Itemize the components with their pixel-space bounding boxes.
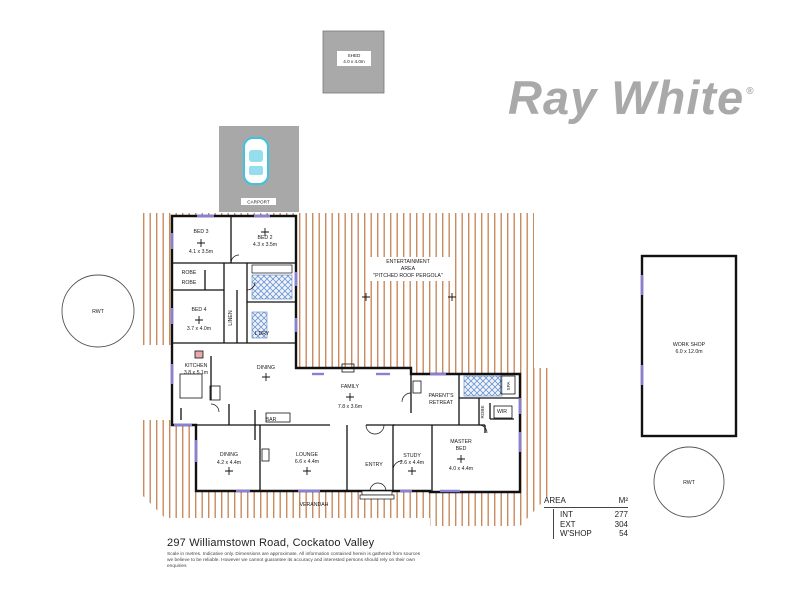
carport-label: CARPORT bbox=[247, 200, 270, 205]
area-header-unit: M² bbox=[618, 496, 628, 505]
workshop: WORK SHOP 6.0 x 12.0m bbox=[640, 254, 738, 438]
shed-label: SHED bbox=[348, 53, 361, 58]
entertainment-label-1: ENTERTAINMENT bbox=[386, 259, 430, 265]
bed4-dims: 3.7 x 4.0m bbox=[187, 326, 211, 332]
bed2-dims: 4.3 x 3.5m bbox=[253, 242, 277, 248]
robe1-label: ROBE bbox=[182, 270, 197, 276]
parents-retreat-label-1: PARENT'S bbox=[428, 393, 454, 399]
linen-label: LINEN bbox=[228, 310, 234, 326]
area-row-label: W'SHOP bbox=[560, 529, 592, 538]
entertainment-label-3: "PITCHED ROOF PERGOLA" bbox=[373, 273, 443, 279]
bed3-label: BED 3 bbox=[194, 229, 209, 235]
lounge-dims: 6.6 x 4.4m bbox=[295, 459, 319, 465]
area-row: INT 277 bbox=[544, 510, 628, 520]
robe3-label: ROBE bbox=[480, 405, 485, 418]
area-header-label: AREA bbox=[544, 496, 566, 505]
ldry-label: L'DRY bbox=[255, 331, 270, 337]
entertainment-label-2: AREA bbox=[401, 266, 416, 272]
kitchen-label: KITCHEN bbox=[185, 363, 208, 369]
master-bed-label-1: MASTER bbox=[450, 439, 472, 445]
workshop-label: WORK SHOP bbox=[673, 342, 706, 348]
area-table: AREA M² INT 277 EXT 304 W'SHOP 54 bbox=[544, 496, 628, 539]
bed2-label: BED 2 bbox=[258, 235, 273, 241]
family-dims: 7.8 x 3.6m bbox=[338, 404, 362, 410]
shed-dims: 4.0 x 4.0m bbox=[343, 59, 365, 64]
disclaimer-text: Scale in metres. Indicative only. Dimens… bbox=[167, 552, 421, 569]
brand-logo: Ray White® bbox=[508, 70, 755, 125]
area-row-label: INT bbox=[560, 510, 573, 519]
parents-retreat-label-2: RETREAT bbox=[429, 400, 454, 406]
study-label: STUDY bbox=[403, 453, 421, 459]
wir-label: WIR bbox=[497, 409, 507, 415]
car-icon bbox=[243, 137, 269, 185]
fixtures bbox=[179, 350, 516, 462]
area-row-label: EXT bbox=[560, 519, 576, 529]
lounge-label: LOUNGE bbox=[296, 452, 318, 458]
registered-mark: ® bbox=[746, 86, 755, 97]
carport: CARPORT bbox=[219, 126, 299, 212]
interior-walls bbox=[172, 216, 520, 491]
study-dims: 2.6 x 4.4m bbox=[400, 460, 424, 466]
master-bed-label-2: BED bbox=[456, 446, 467, 452]
wet-areas bbox=[251, 264, 503, 397]
area-row: W'SHOP 54 bbox=[544, 529, 628, 539]
area-row-value: 277 bbox=[614, 510, 628, 519]
rwt-right-label: RWT bbox=[683, 480, 696, 486]
windows bbox=[170, 214, 522, 493]
property-address: 297 Williamstown Road, Cockatoo Valley bbox=[167, 537, 375, 549]
area-table-header: AREA M² bbox=[544, 496, 628, 508]
workshop-dims: 6.0 x 12.0m bbox=[675, 349, 702, 355]
rwt-left-label: RWT bbox=[92, 309, 105, 315]
bar-label: BAR bbox=[266, 417, 277, 423]
area-table-divider bbox=[553, 509, 554, 539]
bed3-dims: 4.1 x 3.5m bbox=[189, 249, 213, 255]
area-row-value: 54 bbox=[619, 529, 628, 538]
brand-name: Ray White bbox=[508, 71, 745, 124]
robe2-label: ROBE bbox=[182, 280, 197, 286]
door-swings bbox=[210, 254, 488, 492]
verandah-label: VERANDAH bbox=[300, 502, 329, 508]
master-bed-dims: 4.0 x 4.4m bbox=[449, 466, 473, 472]
area-row: EXT 304 bbox=[544, 520, 628, 530]
light-icons bbox=[195, 228, 465, 475]
dining2-label: DINING bbox=[220, 452, 238, 458]
area-row-value: 304 bbox=[614, 519, 628, 529]
entry-steps bbox=[359, 490, 395, 500]
family-label: FAMILY bbox=[341, 384, 360, 390]
spa-label: SPA bbox=[506, 381, 511, 391]
rwt-left: RWT bbox=[61, 274, 135, 348]
entertainment-label: ENTERTAINMENT AREA "PITCHED ROOF PERGOLA… bbox=[366, 257, 450, 281]
dining2-dims: 4.2 x 4.4m bbox=[217, 460, 241, 466]
room-labels: BED 3 4.1 x 3.5m BED 2 4.3 x 3.5m ROBE R… bbox=[182, 229, 511, 508]
bed4-label: BED 4 bbox=[192, 307, 207, 313]
kitchen-dims: 3.8 x 5.1m bbox=[184, 370, 208, 376]
shed: SHED 4.0 x 4.0m bbox=[322, 30, 385, 94]
entry-label: ENTRY bbox=[365, 462, 383, 468]
dining1-label: DINING bbox=[257, 365, 275, 371]
rwt-right: RWT bbox=[653, 446, 725, 518]
